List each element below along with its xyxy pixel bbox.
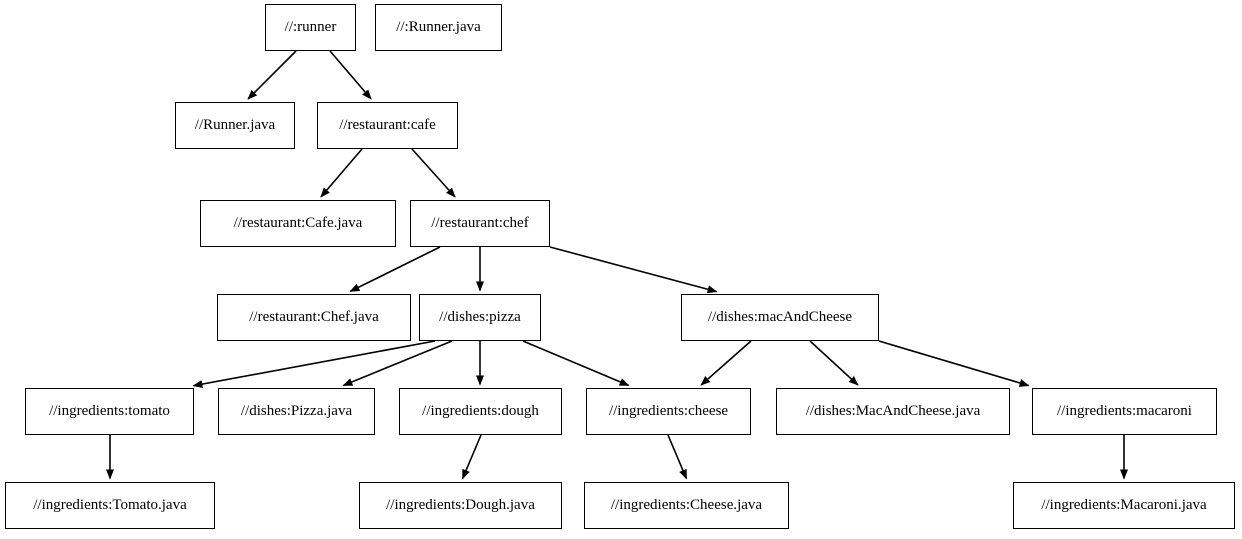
graph-node-runner_java_root[interactable]: //:Runner.java [375, 4, 502, 51]
node-label: //ingredients:Cheese.java [610, 497, 763, 513]
node-label: //restaurant:Cafe.java [233, 215, 363, 231]
graph-node-mac_java[interactable]: //dishes:MacAndCheese.java [776, 388, 1010, 435]
node-label: //dishes:Pizza.java [240, 403, 353, 419]
graph-node-tomato_java[interactable]: //ingredients:Tomato.java [5, 482, 215, 529]
node-label: //ingredients:cheese [608, 403, 729, 419]
node-label: //dishes:pizza [439, 309, 521, 325]
node-label: //restaurant:cafe [339, 117, 436, 133]
graph-node-runner[interactable]: //:runner [265, 4, 356, 51]
node-label: //ingredients:macaroni [1057, 403, 1192, 419]
graph-node-chef_java[interactable]: //restaurant:Chef.java [217, 294, 411, 341]
node-label: //ingredients:Macaroni.java [1041, 497, 1207, 513]
graph-node-restaurant_cafe[interactable]: //restaurant:cafe [317, 102, 458, 149]
graph-node-restaurant_chef[interactable]: //restaurant:chef [410, 200, 550, 247]
node-label: //restaurant:chef [431, 215, 529, 231]
graph-node-dishes_pizza[interactable]: //dishes:pizza [419, 294, 541, 341]
graph-node-macaroni_java[interactable]: //ingredients:Macaroni.java [1013, 482, 1235, 529]
graph-node-runner_java[interactable]: //Runner.java [175, 102, 295, 149]
graph-node-ing_cheese[interactable]: //ingredients:cheese [586, 388, 751, 435]
node-label: //ingredients:Tomato.java [33, 497, 187, 513]
node-label: //dishes:macAndCheese [707, 309, 853, 325]
graph-node-dough_java[interactable]: //ingredients:Dough.java [359, 482, 562, 529]
graph-node-ing_dough[interactable]: //ingredients:dough [399, 388, 562, 435]
node-label: //Runner.java [194, 117, 276, 133]
graph-node-ing_tomato[interactable]: //ingredients:tomato [25, 388, 194, 435]
node-label: //ingredients:tomato [49, 403, 170, 419]
node-label: //restaurant:Chef.java [249, 309, 379, 325]
graph-node-dishes_mac[interactable]: //dishes:macAndCheese [681, 294, 879, 341]
graph-node-pizza_java[interactable]: //dishes:Pizza.java [218, 388, 375, 435]
node-label: //dishes:MacAndCheese.java [805, 403, 981, 419]
graph-node-ing_macaroni[interactable]: //ingredients:macaroni [1032, 388, 1217, 435]
graph-node-cafe_java[interactable]: //restaurant:Cafe.java [200, 200, 396, 247]
node-label: //ingredients:dough [422, 403, 539, 419]
node-label: //:Runner.java [396, 19, 481, 35]
node-label: //ingredients:Dough.java [386, 497, 535, 513]
graph-node-cheese_java[interactable]: //ingredients:Cheese.java [584, 482, 789, 529]
node-label: //:runner [284, 19, 337, 35]
